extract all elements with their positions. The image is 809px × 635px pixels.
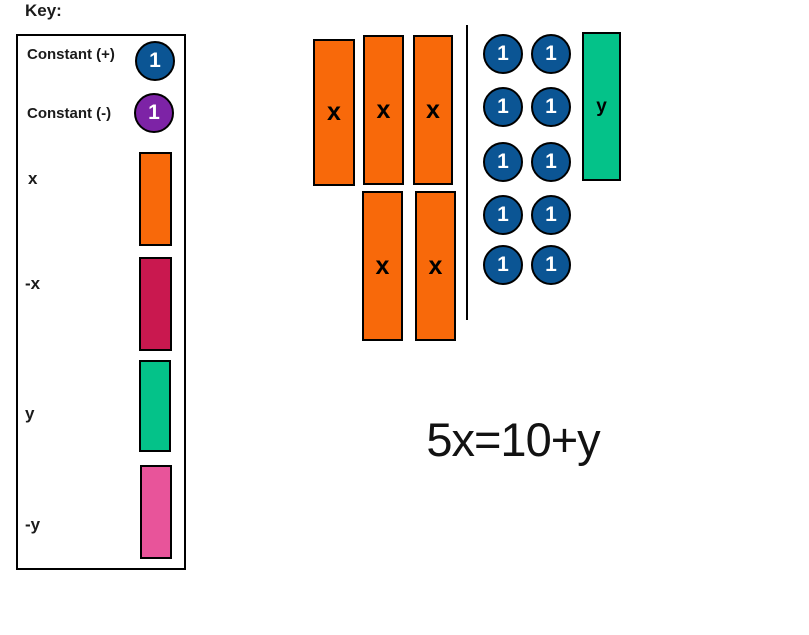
- unit-circle-label: 1: [545, 253, 557, 276]
- y-tile[interactable]: y: [582, 32, 621, 181]
- unit-token-label: 1: [148, 101, 160, 124]
- x-tile[interactable]: x: [362, 191, 403, 341]
- unit-circle[interactable]: 1: [483, 195, 523, 235]
- x-tile-label: x: [375, 251, 390, 280]
- key-label-constant-negative: Constant (-): [27, 105, 112, 122]
- unit-circle-label: 1: [497, 203, 509, 226]
- unit-circle[interactable]: 1: [531, 195, 571, 235]
- key-swatch-constant-positive[interactable]: 1: [135, 41, 175, 81]
- key-swatch-neg-x-tile[interactable]: [139, 257, 172, 351]
- unit-circle-label: 1: [497, 42, 509, 65]
- key-title: Key:: [25, 1, 62, 20]
- key-label-x: x: [28, 169, 38, 188]
- unit-circle-label: 1: [545, 42, 557, 65]
- x-tile[interactable]: x: [413, 35, 453, 185]
- x-tile[interactable]: x: [363, 35, 404, 185]
- unit-circle-label: 1: [497, 150, 509, 173]
- y-tile-label: y: [596, 95, 607, 117]
- unit-circle[interactable]: 1: [531, 87, 571, 127]
- unit-circle-label: 1: [497, 95, 509, 118]
- unit-circle-label: 1: [545, 150, 557, 173]
- key-swatch-constant-negative[interactable]: 1: [134, 93, 174, 133]
- unit-circle-label: 1: [545, 95, 557, 118]
- x-tile-label: x: [428, 251, 443, 280]
- unit-circle[interactable]: 1: [531, 245, 571, 285]
- x-tile-label: x: [327, 98, 341, 126]
- unit-circle[interactable]: 1: [483, 245, 523, 285]
- key-label-neg-x: -x: [25, 274, 41, 293]
- x-tile[interactable]: x: [313, 39, 355, 186]
- unit-circle[interactable]: 1: [483, 34, 523, 74]
- unit-circle[interactable]: 1: [531, 34, 571, 74]
- key-label-y: y: [25, 404, 35, 423]
- key-swatch-neg-y-tile[interactable]: [140, 465, 172, 559]
- key-label-neg-y: -y: [25, 515, 41, 534]
- unit-circle-label: 1: [497, 253, 509, 276]
- unit-circle[interactable]: 1: [483, 87, 523, 127]
- unit-token-label: 1: [149, 49, 161, 72]
- key-panel: [16, 34, 186, 570]
- key-swatch-y-tile[interactable]: [139, 360, 171, 452]
- equation-divider-line: [466, 25, 468, 320]
- key-swatch-x-tile[interactable]: [139, 152, 172, 246]
- unit-circle[interactable]: 1: [531, 142, 571, 182]
- unit-circle[interactable]: 1: [483, 142, 523, 182]
- x-tile-label: x: [376, 95, 391, 124]
- key-label-constant-positive: Constant (+): [27, 46, 115, 63]
- x-tile[interactable]: x: [415, 191, 456, 341]
- equation-text: 5x=10+y: [426, 413, 600, 466]
- unit-circle-label: 1: [545, 203, 557, 226]
- x-tile-label: x: [426, 95, 440, 124]
